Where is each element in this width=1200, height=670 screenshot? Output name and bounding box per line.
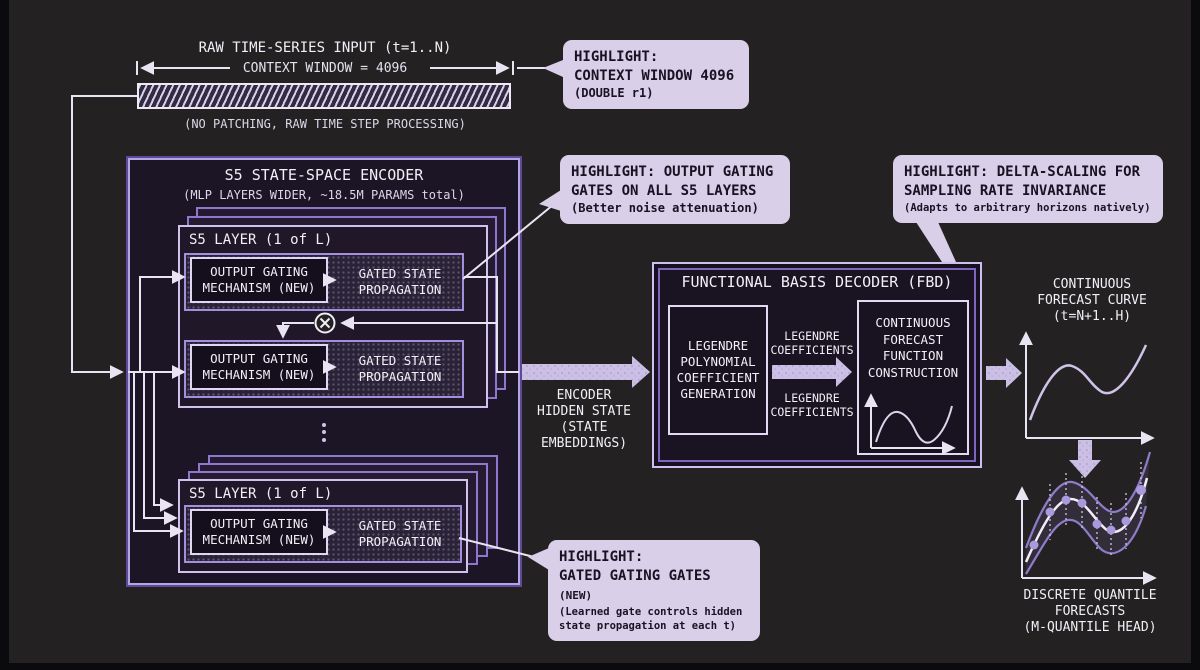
quantile-forecast-chart	[1015, 451, 1157, 585]
continuous-forecast-chart	[1019, 331, 1155, 445]
callout-delta-scaling: HIGHLIGHT: DELTA-SCALING FOR SAMPLING RA…	[893, 155, 1163, 223]
gated-state-propagation-3: GATED STATE PROPAGATION	[358, 518, 442, 549]
gated-state-propagation-2: GATED STATE PROPAGATION	[358, 353, 442, 384]
context-window-label: CONTEXT WINDOW = 4096	[242, 61, 408, 76]
forecast-construction-box: CONTINUOUS FORECAST FUNCTION CONSTRUCTIO…	[857, 300, 969, 455]
hidden-state-label: ENCODER HIDDEN STATE (STATE EMBEDDINGS)	[537, 388, 631, 451]
fbd-title: FUNCTIONAL BASIS DECODER (FBD)	[681, 273, 953, 291]
legendre-coefficients-label-top: LEGENDRE COEFFICIENTS	[770, 329, 854, 357]
continuous-forecast-title: CONTINUOUS FORECAST CURVE (t=N+1..H)	[1037, 277, 1147, 324]
callout-output-gating: HIGHLIGHT: OUTPUT GATING GATES ON ALL S5…	[560, 155, 790, 224]
time-series-input-bar	[137, 83, 511, 109]
s5-layer-label-top: S5 LAYER (1 of L)	[189, 232, 333, 248]
output-gating-box-2: OUTPUT GATING MECHANISM (NEW)	[190, 344, 328, 390]
callout-gated-gates: HIGHLIGHT: GATED GATING GATES (NEW) (Lea…	[548, 540, 760, 641]
encoder-subtitle: (MLP LAYERS WIDER, ~18.5M PARAMS total)	[183, 188, 465, 202]
bottom-edge-strip	[0, 663, 1200, 670]
gated-state-propagation-1: GATED STATE PROPAGATION	[358, 266, 442, 297]
legendre-generation-box: LEGENDRE POLYNOMIAL COEFFICIENT GENERATI…	[668, 305, 768, 435]
encoder-title: S5 STATE-SPACE ENCODER	[224, 166, 424, 184]
input-note: (NO PATCHING, RAW TIME STEP PROCESSING)	[184, 117, 466, 131]
quantile-forecast-title: DISCRETE QUANTILE FORECASTS (M-QUANTILE …	[1023, 588, 1157, 635]
output-gating-box-3: OUTPUT GATING MECHANISM (NEW)	[190, 509, 328, 555]
callout-context-window: HIGHLIGHT: CONTEXT WINDOW 4096 (DOUBLE r…	[563, 40, 749, 109]
legendre-coefficients-label-bottom: LEGENDRE COEFFICIENTS	[770, 391, 854, 419]
left-edge-strip	[0, 0, 9, 670]
stack-ellipsis	[320, 419, 328, 445]
s5-layer-label-bottom: S5 LAYER (1 of L)	[189, 486, 333, 502]
output-gating-box-1: OUTPUT GATING MECHANISM (NEW)	[190, 257, 328, 303]
right-edge-strip	[1191, 0, 1200, 670]
input-title: RAW TIME-SERIES INPUT (t=1..N)	[198, 40, 452, 56]
